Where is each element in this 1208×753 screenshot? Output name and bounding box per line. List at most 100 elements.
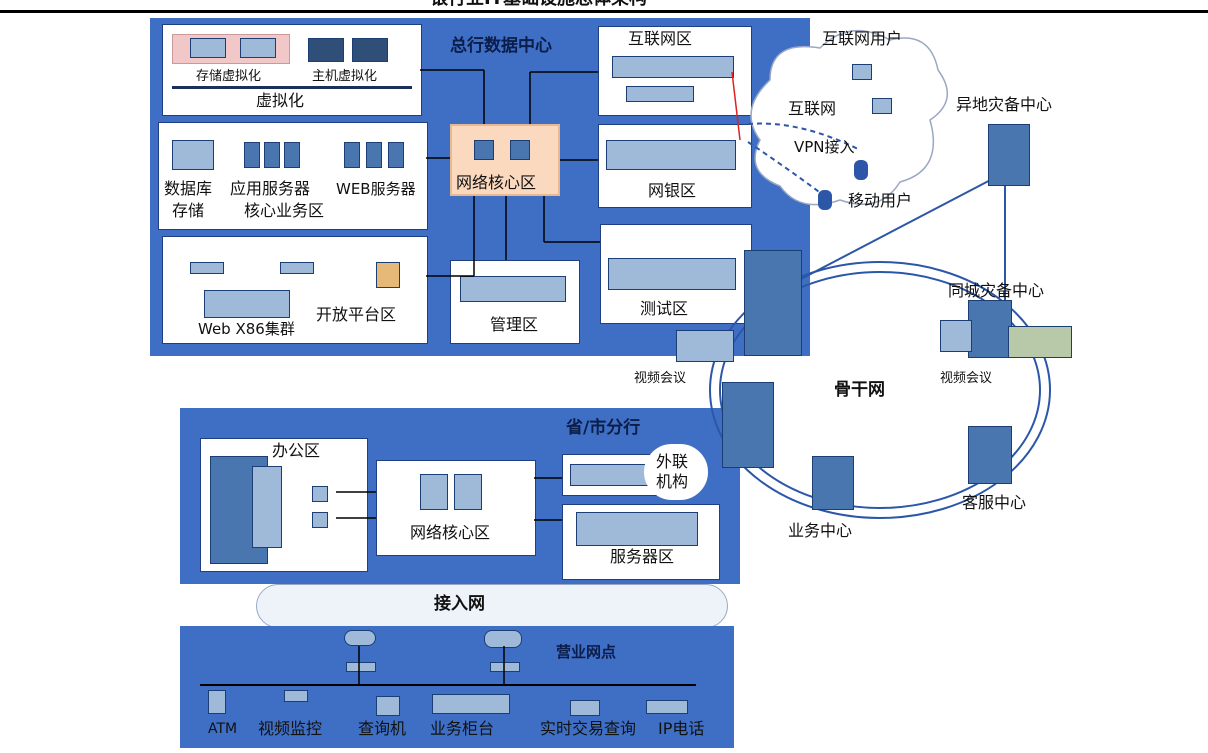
core-switch-icon bbox=[510, 140, 530, 160]
internet-zone-label: 互联网区 bbox=[628, 29, 693, 48]
x86-cluster-icon bbox=[204, 290, 290, 318]
hq-network-core-label: 网络核心区 bbox=[456, 173, 537, 192]
database-label: 数据库 bbox=[164, 179, 213, 198]
branch-title: 省/市分行 bbox=[566, 418, 641, 438]
branch-core-switch-icon bbox=[454, 474, 482, 510]
ip-phone-icon bbox=[646, 700, 688, 714]
video-conference-left-label: 视频会议 bbox=[634, 371, 687, 386]
outlet-item-atm: ATM bbox=[208, 721, 238, 737]
local-dr-racks-icon bbox=[1008, 326, 1072, 358]
outlet-item-video-surveillance: 视频监控 bbox=[258, 719, 323, 738]
management-panel bbox=[450, 260, 580, 344]
app-server-icon bbox=[264, 142, 280, 168]
remote-dr-label: 异地灾备中心 bbox=[956, 95, 1053, 114]
camera-icon bbox=[284, 690, 308, 702]
vpn-access-label: VPN接入 bbox=[794, 138, 855, 156]
branch-building-icon bbox=[722, 382, 774, 468]
video-conference-right-label: 视频会议 bbox=[940, 371, 993, 386]
virtualization-title: 虚拟化 bbox=[256, 91, 305, 110]
web-server-icon bbox=[366, 142, 382, 168]
open-platform-zone-label: 开放平台区 bbox=[316, 305, 397, 324]
storage-array-icon bbox=[240, 38, 276, 58]
local-dr-label: 同城灾备中心 bbox=[948, 281, 1045, 300]
app-server-icon bbox=[244, 142, 260, 168]
router-icon bbox=[484, 630, 522, 648]
business-outlets bbox=[180, 626, 734, 748]
business-center-label: 业务中心 bbox=[788, 521, 853, 540]
internet-zone-devices-icon bbox=[612, 56, 734, 78]
internet-cloud-label: 互联网 bbox=[788, 99, 837, 118]
kiosk-icon bbox=[376, 696, 400, 716]
outlet-item-ip-phone: IP电话 bbox=[658, 719, 705, 738]
web-x86-cluster-label: Web X86集群 bbox=[198, 320, 295, 338]
external-cloud-icon bbox=[644, 444, 708, 500]
service-center-building-icon bbox=[968, 426, 1012, 484]
app-server-icon bbox=[284, 142, 300, 168]
header-fragment: 银行业IT基础设施总体架构 bbox=[430, 0, 647, 8]
branch-core-switch-icon bbox=[420, 474, 448, 510]
switch-icon bbox=[490, 662, 520, 672]
internet-zone-servers-icon bbox=[626, 86, 694, 102]
mobile-user-icon bbox=[854, 160, 868, 180]
hq-building-icon bbox=[744, 250, 802, 356]
test-label: 测试区 bbox=[640, 299, 689, 318]
internet-user-pc-icon bbox=[872, 98, 892, 114]
outlet-item-query-machine: 查询机 bbox=[358, 719, 407, 738]
top-rule bbox=[0, 10, 1208, 13]
database-storage-icon bbox=[172, 140, 214, 170]
outlet-item-counter: 业务柜台 bbox=[430, 719, 495, 738]
storage-virtualization-label: 存储虚拟化 bbox=[196, 69, 262, 84]
access-network-label: 接入网 bbox=[434, 594, 485, 614]
switch-icon bbox=[346, 662, 376, 672]
transaction-query-icon bbox=[570, 700, 600, 716]
backbone-label: 骨干网 bbox=[834, 380, 885, 400]
web-server-icon bbox=[388, 142, 404, 168]
host-virtualization-label: 主机虚拟化 bbox=[312, 69, 378, 84]
outlet-item-realtime-query: 实时交易查询 bbox=[540, 719, 637, 738]
switch-icon bbox=[190, 262, 224, 274]
internet-user-pc-icon bbox=[852, 64, 872, 80]
web-server-icon bbox=[344, 142, 360, 168]
atm-icon bbox=[208, 690, 226, 714]
router-icon bbox=[344, 630, 376, 646]
storage-array-icon bbox=[190, 38, 226, 58]
test-devices-icon bbox=[608, 258, 736, 290]
remote-dr-building-icon bbox=[988, 124, 1030, 186]
switch-icon bbox=[280, 262, 314, 274]
outlets-bus bbox=[200, 684, 696, 686]
ebank-label: 网银区 bbox=[648, 181, 697, 200]
web-server-label: WEB服务器 bbox=[336, 180, 416, 198]
hq-network-core bbox=[450, 124, 560, 196]
host-server-icon bbox=[308, 38, 344, 62]
hq-title: 总行数据中心 bbox=[450, 36, 552, 56]
ebank-devices-icon bbox=[606, 140, 736, 170]
outlets-title: 营业网点 bbox=[556, 643, 617, 661]
server-zone-label: 服务器区 bbox=[610, 547, 675, 566]
firewall-icon bbox=[376, 262, 400, 288]
management-device-icon bbox=[460, 276, 566, 302]
counter-icon bbox=[432, 694, 510, 714]
mobile-user-icon bbox=[818, 190, 832, 210]
internet-users-label: 互联网用户 bbox=[822, 29, 903, 48]
branch-network-core-label: 网络核心区 bbox=[410, 523, 491, 542]
management-label: 管理区 bbox=[490, 315, 539, 334]
external-institution-label: 外联 机构 bbox=[656, 452, 689, 491]
video-conference-icon bbox=[676, 330, 734, 362]
storage-label: 存储 bbox=[172, 201, 205, 220]
server-zone-devices-icon bbox=[576, 512, 698, 546]
local-dr-building-icon bbox=[968, 300, 1012, 358]
core-business-zone-label: 核心业务区 bbox=[244, 201, 325, 220]
host-server-icon bbox=[352, 38, 388, 62]
core-business-panel bbox=[158, 122, 428, 230]
app-server-label: 应用服务器 bbox=[230, 179, 311, 198]
core-switch-icon bbox=[474, 140, 494, 160]
office-label: 办公区 bbox=[272, 441, 321, 460]
business-center-building-icon bbox=[812, 456, 854, 510]
office-pcs-icon bbox=[252, 466, 282, 548]
virtualization-divider bbox=[172, 86, 412, 89]
video-conference-icon bbox=[940, 320, 972, 352]
office-switch-icon bbox=[312, 486, 328, 502]
internet-cloud-outline bbox=[750, 29, 949, 206]
office-switch-icon bbox=[312, 512, 328, 528]
